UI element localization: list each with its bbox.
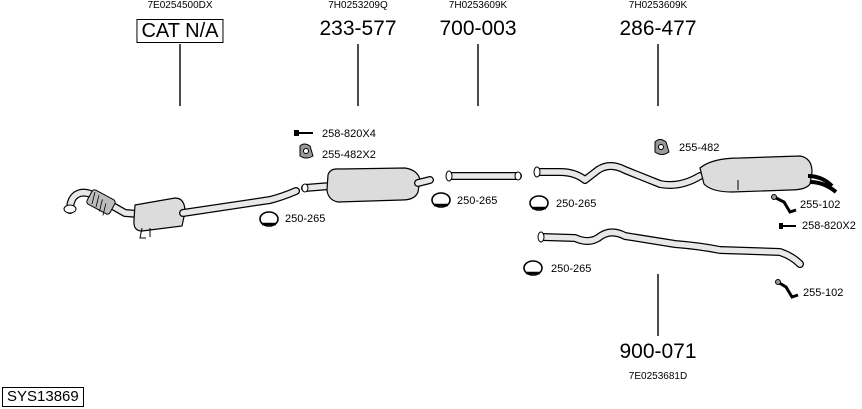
assembly-ref-rear-silencer: 7H0253609K	[628, 0, 688, 11]
bolt-icon	[294, 130, 313, 136]
tail-pipe	[537, 228, 804, 268]
fitting-label: 250-265	[285, 213, 326, 225]
fitting-label: 255-482X2	[322, 149, 376, 161]
assembly-ref-intermediate-pipe: 7H0253609K	[448, 0, 508, 11]
rear-silencer	[533, 155, 838, 194]
assembly-ref-centre-silencer: 7H0253209Q	[328, 0, 388, 11]
bracket-icon	[775, 279, 799, 299]
rubber-hanger-icon	[299, 143, 314, 159]
assembly-ref-tail-pipe: 7E0253681D	[628, 371, 688, 382]
system-code: SYS13869	[2, 387, 84, 407]
assembly-number-rear-silencer: 286-477	[619, 17, 697, 40]
centre-silencer	[301, 167, 434, 203]
pipe-clamp-icon	[431, 192, 451, 208]
assembly-ref-cat: 7E0254500DX	[147, 0, 213, 11]
rubber-hanger-icon	[654, 139, 670, 155]
assembly-number-tail-pipe: 900-071	[619, 340, 697, 363]
fitting-label: 250-265	[457, 195, 498, 207]
bracket-icon	[771, 194, 797, 214]
assembly-number-cat: CAT N/A	[136, 19, 224, 43]
fitting-label: 255-482	[679, 142, 720, 154]
pipe-clamp-icon	[529, 195, 549, 211]
fitting-label: 255-102	[800, 199, 841, 211]
intermediate-pipe	[445, 170, 522, 182]
fitting-label: 250-265	[556, 198, 597, 210]
assembly-number-intermediate-pipe: 700-003	[439, 17, 517, 40]
front-pipe-catalyst	[63, 187, 300, 239]
fitting-label: 258-820X2	[802, 220, 856, 232]
bolt-icon	[779, 223, 796, 229]
assembly-number-centre-silencer: 233-577	[319, 17, 397, 40]
pipe-clamp-icon	[259, 211, 279, 227]
fitting-label: 255-102	[803, 287, 844, 299]
fitting-label: 258-820X4	[322, 128, 376, 140]
pipe-clamp-icon	[523, 260, 543, 276]
fitting-label: 250-265	[551, 263, 592, 275]
